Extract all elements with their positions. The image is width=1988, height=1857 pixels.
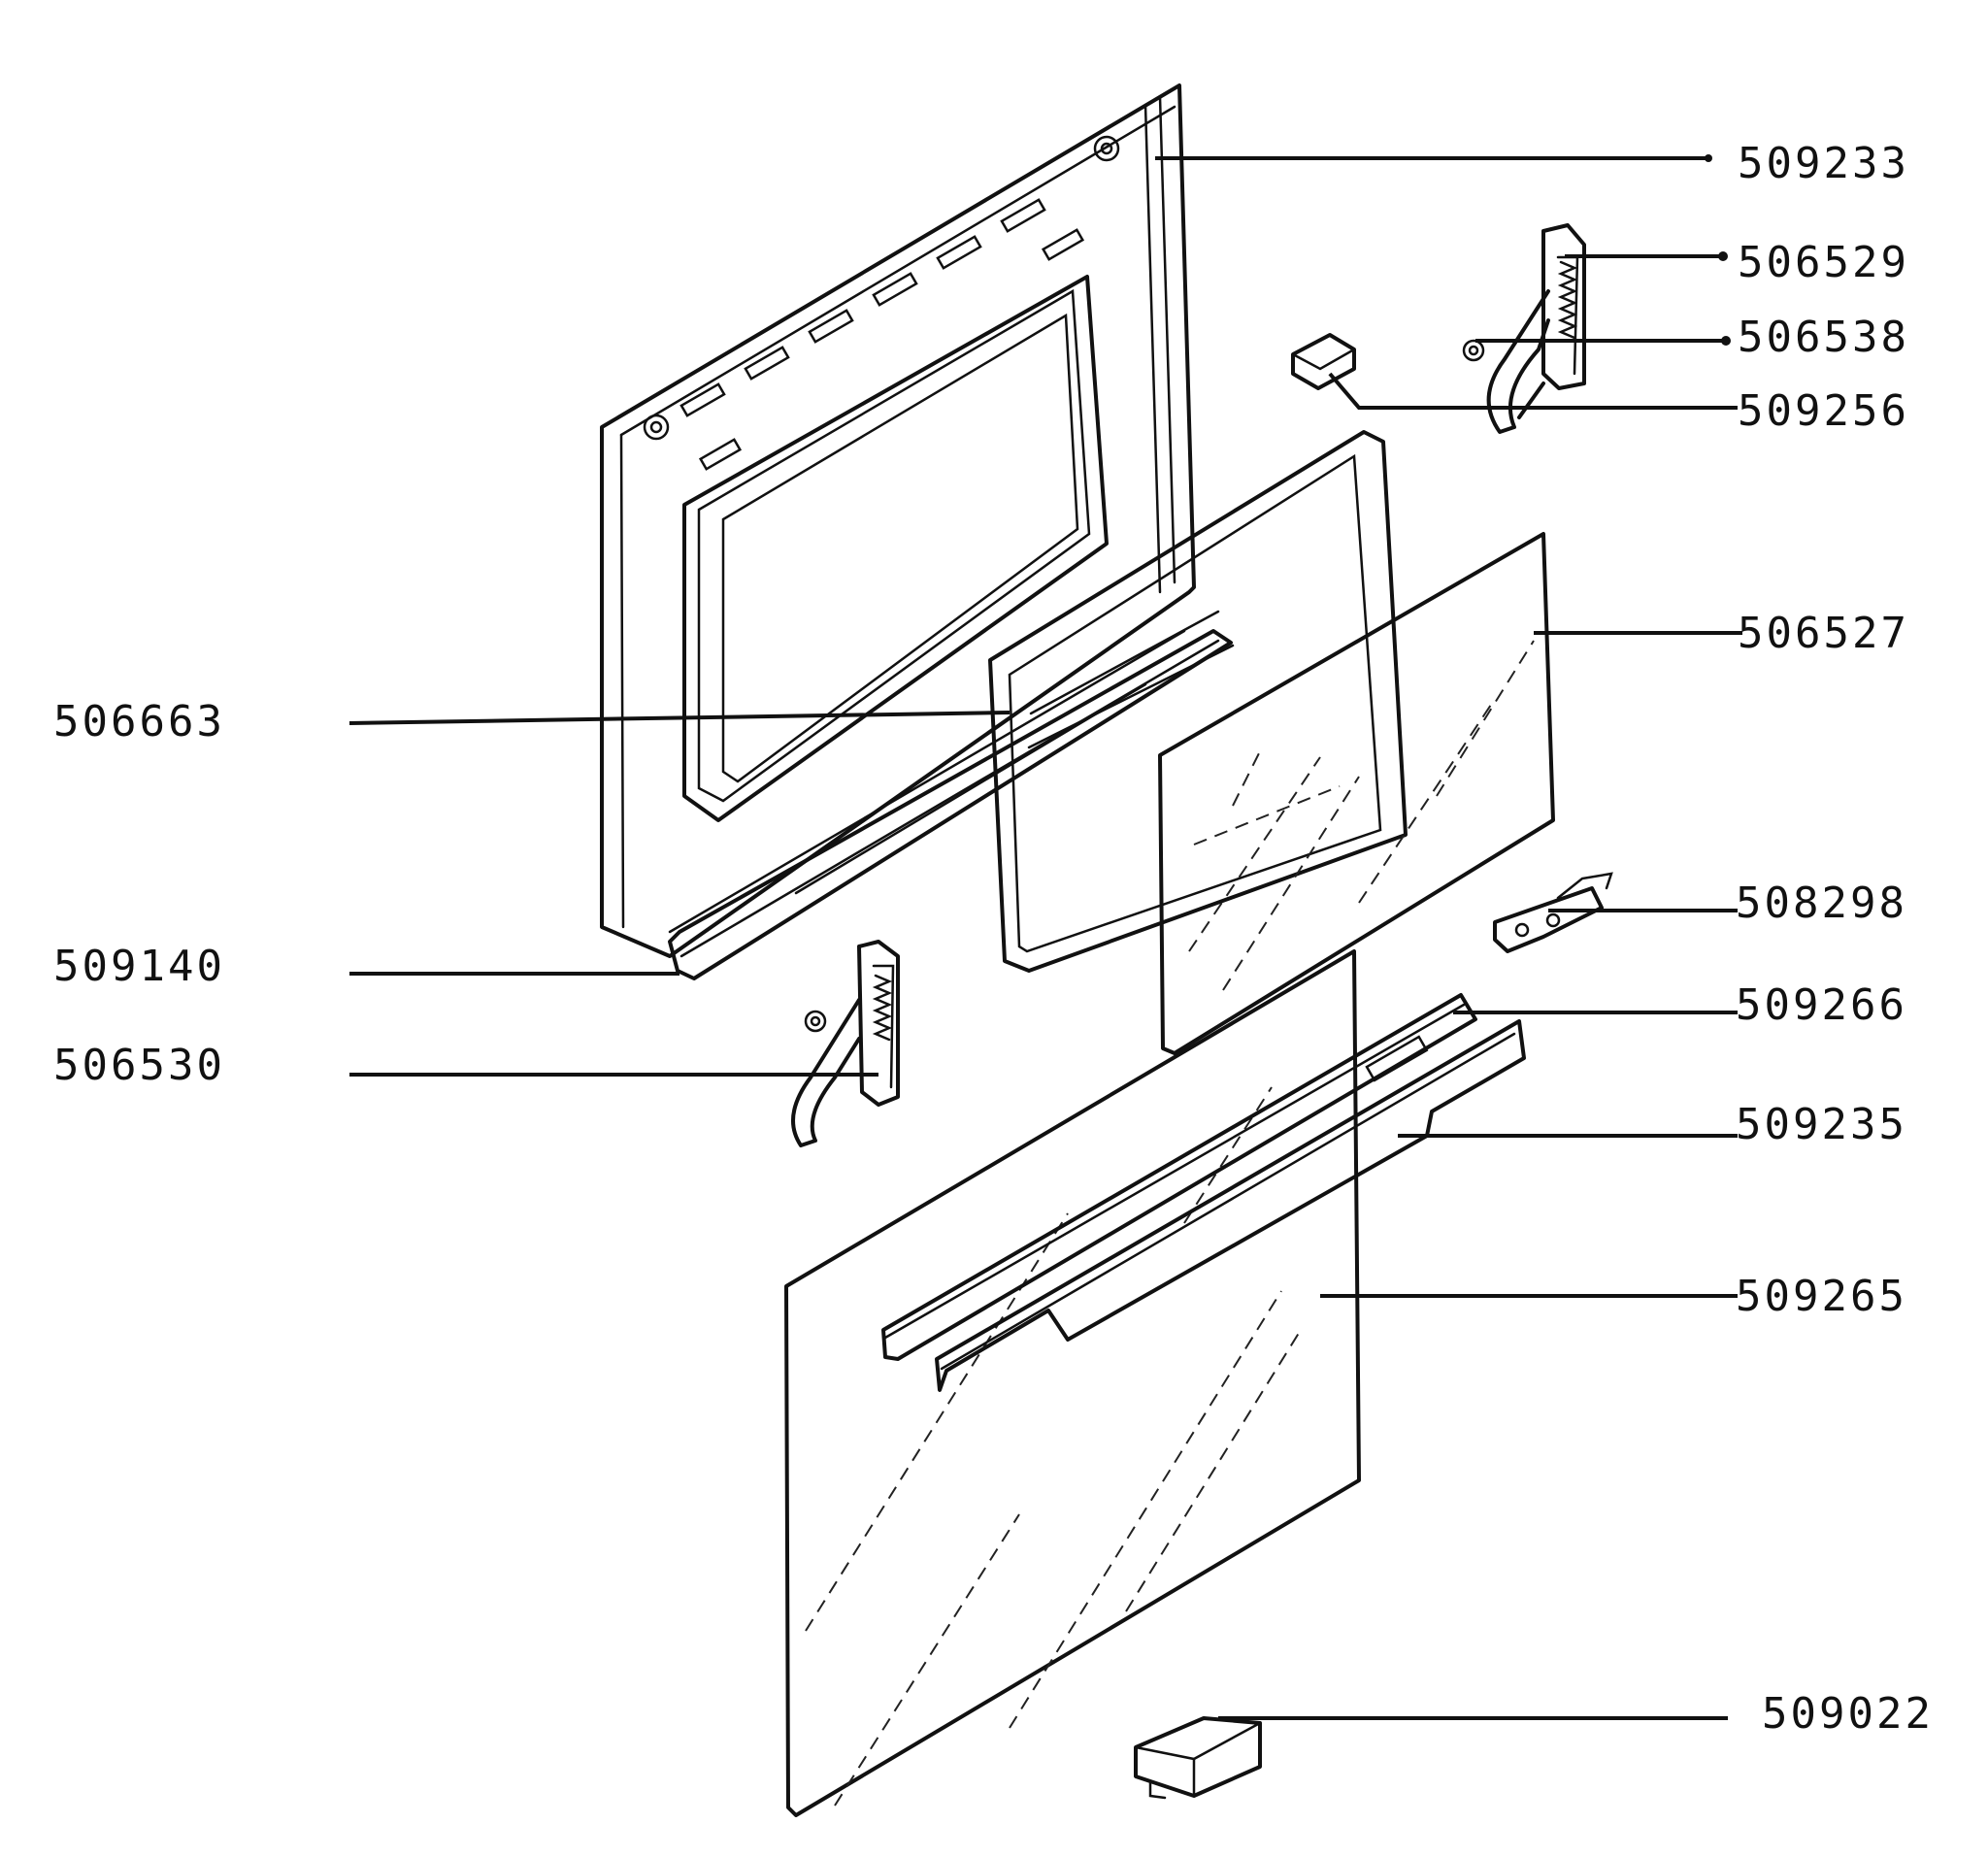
inner-glass-pane	[1158, 532, 1555, 1055]
leader-509256	[1328, 372, 1738, 410]
outer-glass-panel	[784, 949, 1361, 1817]
handle-cover	[935, 1019, 1526, 1392]
part-label-509265: 509265	[1736, 1272, 1907, 1321]
part-label-509022: 509022	[1762, 1689, 1934, 1739]
hinge-roller	[1462, 339, 1485, 362]
leader-506663	[348, 711, 1011, 725]
hinge-bracket-block	[1291, 333, 1356, 390]
part-label-508298: 508298	[1736, 879, 1907, 928]
part-label-509233: 509233	[1738, 139, 1909, 188]
part-label-506530: 506530	[53, 1041, 225, 1090]
upper-hinge	[1486, 223, 1586, 434]
part-label-509266: 509266	[1736, 980, 1907, 1030]
part-label-506538: 506538	[1738, 313, 1909, 362]
part-label-506663: 506663	[53, 697, 225, 746]
handle-rail	[881, 993, 1477, 1361]
inner-door-panel	[600, 83, 1196, 958]
latch-catch	[1493, 872, 1613, 953]
glass-gasket-frame	[988, 430, 1408, 973]
part-label-509140: 509140	[53, 942, 225, 991]
retaining-clip	[1134, 1716, 1262, 1800]
part-label-506527: 506527	[1738, 609, 1909, 658]
bottom-trim-strip	[668, 629, 1233, 980]
part-label-509256: 509256	[1738, 386, 1909, 436]
lower-hinge	[791, 940, 900, 1147]
part-label-509235: 509235	[1736, 1100, 1907, 1149]
part-label-506529: 506529	[1738, 238, 1909, 287]
